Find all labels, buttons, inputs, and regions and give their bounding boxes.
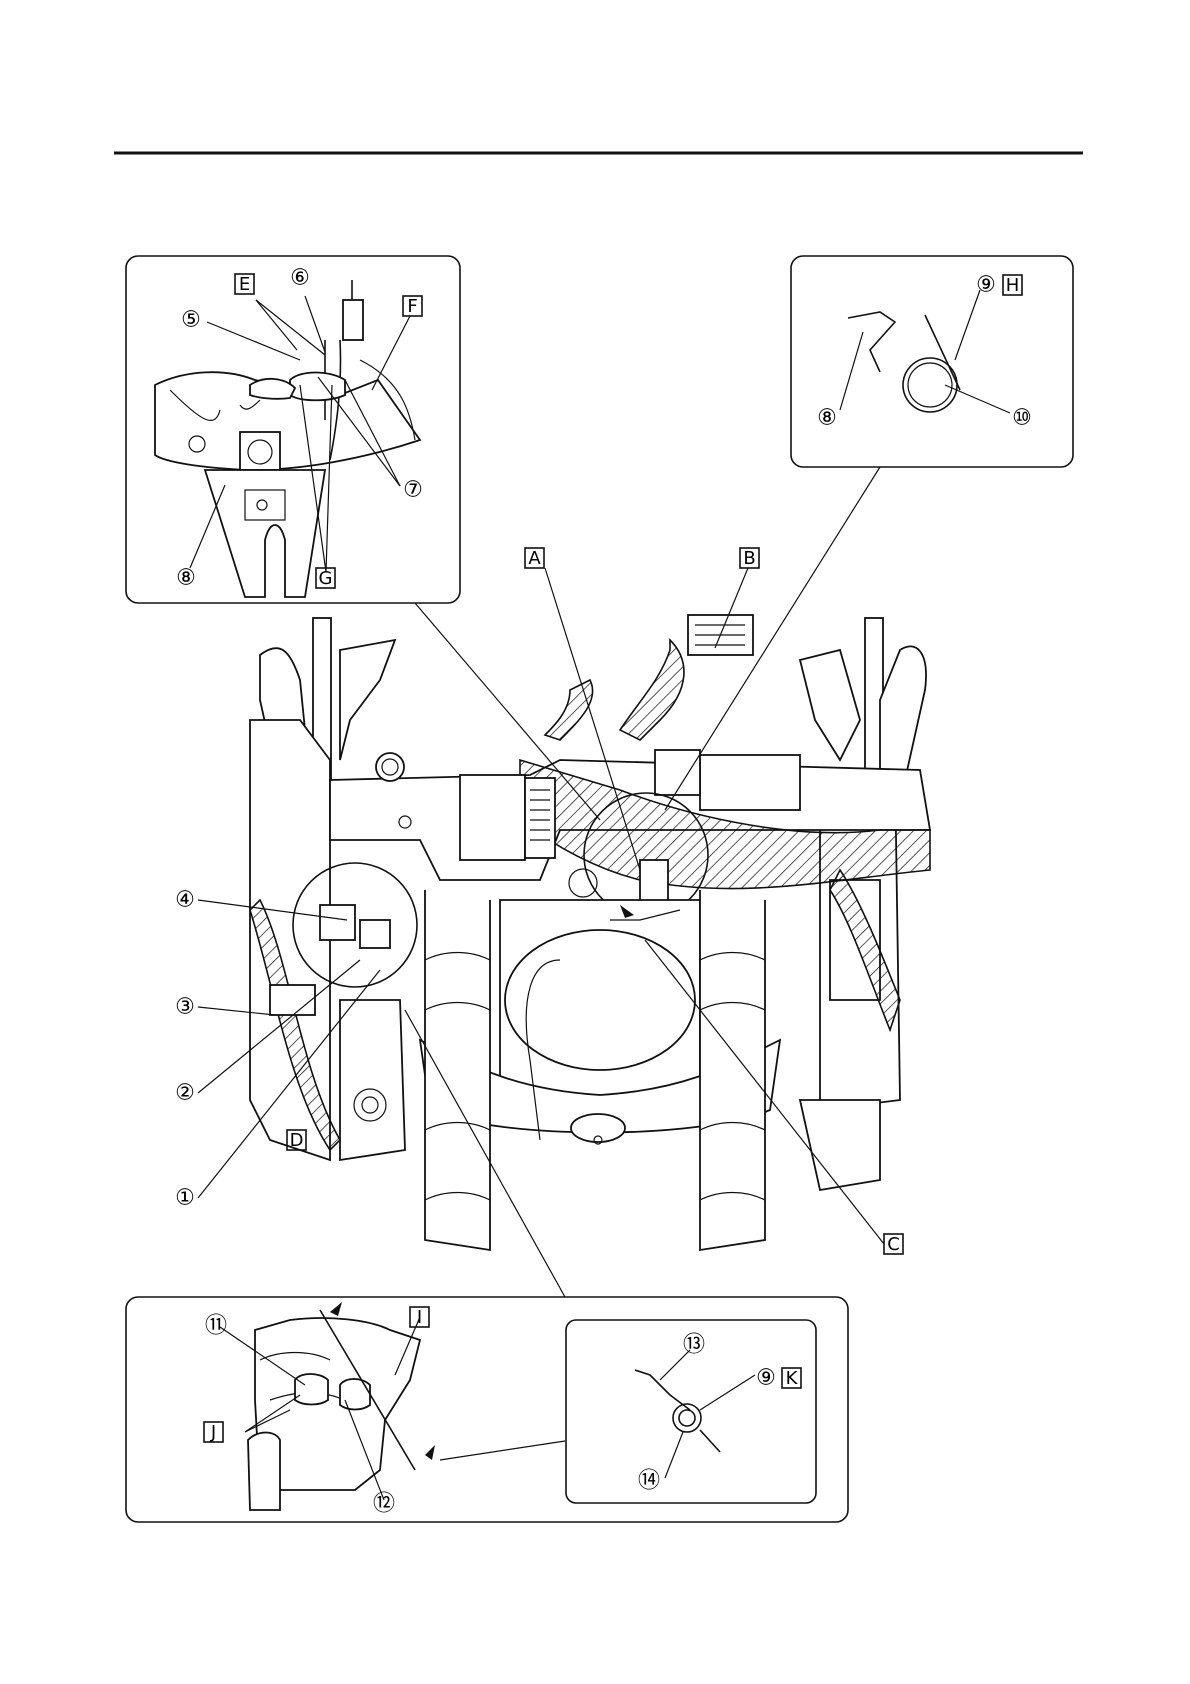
callout-9-bottom: ⑨ <box>756 1366 776 1391</box>
svg-text:I: I <box>417 1307 422 1328</box>
callout-14: ⑭ <box>638 1469 660 1494</box>
letter-box-K: K <box>782 1368 801 1389</box>
svg-text:A: A <box>528 548 541 569</box>
letter-box-H: H <box>1003 275 1022 296</box>
svg-text:J: J <box>210 1422 216 1443</box>
callout-1: ① <box>175 1186 195 1211</box>
callout-13: ⑬ <box>683 1333 705 1358</box>
callout-8-top-left: ⑧ <box>176 566 196 591</box>
letter-box-E: E <box>235 274 254 295</box>
svg-text:C: C <box>887 1234 900 1255</box>
callout-12: ⑫ <box>373 1492 395 1517</box>
callout-4: ④ <box>175 888 195 913</box>
letter-box-G: G <box>316 568 335 589</box>
svg-text:D: D <box>290 1130 304 1151</box>
svg-text:E: E <box>239 274 250 295</box>
svg-text:K: K <box>786 1368 799 1389</box>
svg-text:F: F <box>407 296 417 317</box>
callout-2: ② <box>175 1081 195 1106</box>
inset-top-right <box>791 256 1073 467</box>
callout-10: ⑩ <box>1012 406 1032 431</box>
main-assembly <box>198 467 930 1297</box>
letter-box-C: C <box>884 1234 903 1255</box>
letter-box-D: D <box>287 1130 306 1151</box>
svg-text:H: H <box>1006 275 1020 296</box>
callout-8-top-right: ⑧ <box>817 406 837 431</box>
letter-box-F: F <box>403 296 422 317</box>
callout-5: ⑤ <box>181 308 201 333</box>
letter-box-B: B <box>740 548 759 569</box>
letter-box-J: J <box>204 1422 223 1443</box>
callout-11: ⑪ <box>205 1314 227 1339</box>
svg-text:G: G <box>319 568 333 589</box>
callout-6: ⑥ <box>290 266 310 291</box>
letter-box-A: A <box>525 548 544 569</box>
svg-text:B: B <box>743 548 755 569</box>
callout-3: ③ <box>175 995 195 1020</box>
callout-9-top-right: ⑨ <box>976 273 996 298</box>
inset-bottom <box>126 1297 848 1522</box>
callout-7: ⑦ <box>403 478 423 503</box>
letter-box-I: I <box>410 1307 429 1328</box>
